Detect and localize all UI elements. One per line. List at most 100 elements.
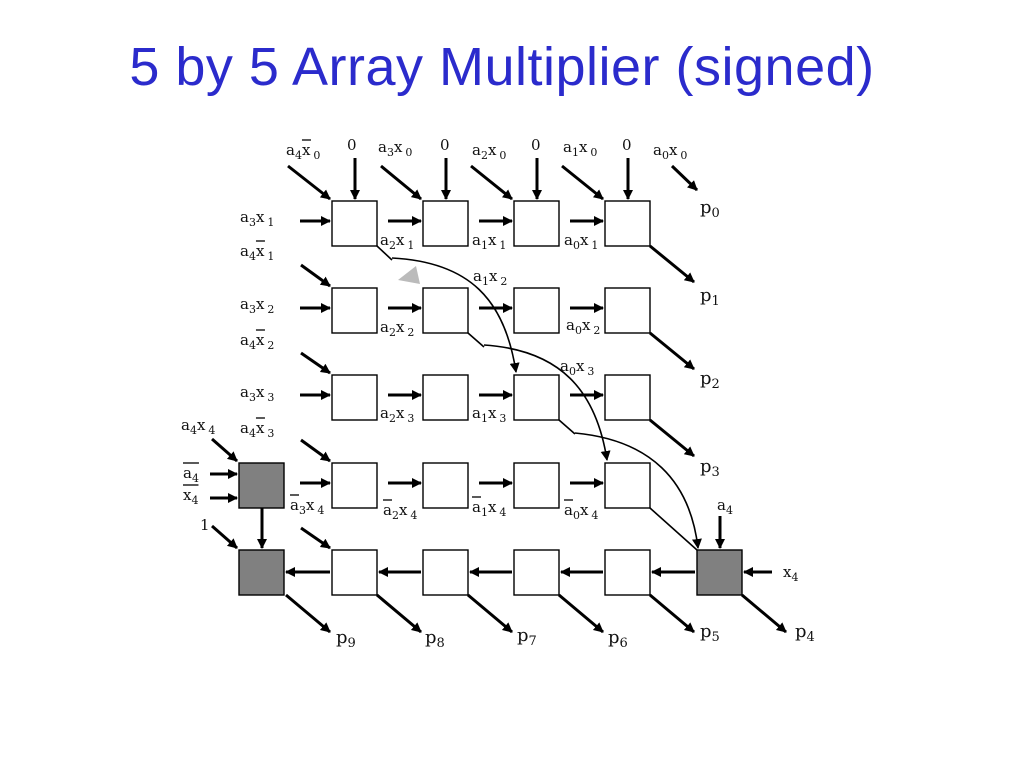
sign-cell xyxy=(238,549,285,596)
adder-cell xyxy=(604,374,651,421)
wire-layer xyxy=(210,158,787,634)
carry-curve xyxy=(574,432,702,549)
input-label: x4 xyxy=(783,563,798,584)
carry-arrow xyxy=(300,263,331,288)
label-base: a xyxy=(380,231,389,249)
label-base: a xyxy=(240,295,249,313)
input-arrow xyxy=(561,164,604,201)
output-label-p0: p0 xyxy=(700,197,720,221)
label-base: p xyxy=(517,625,529,646)
label-subscript: 2 xyxy=(392,509,399,522)
input-label: 0 xyxy=(622,136,632,154)
label-var: x xyxy=(256,331,265,349)
output-label-p8: p8 xyxy=(425,627,445,651)
label-subscript: 8 xyxy=(437,636,445,651)
label-base: p xyxy=(700,368,712,389)
label-subscript: 1 xyxy=(481,239,488,252)
label-subscript: 4 xyxy=(191,494,198,507)
label-base: a xyxy=(472,404,481,422)
input-arrow xyxy=(211,524,238,550)
label-subscript: 4 xyxy=(410,509,417,522)
adder-cell xyxy=(331,287,378,334)
label-base: a xyxy=(717,496,726,514)
output-arrow xyxy=(649,418,695,458)
adder-cell xyxy=(422,200,469,247)
label-var: x xyxy=(306,496,315,514)
sum-wire xyxy=(467,332,485,348)
label-subscript: 3 xyxy=(387,146,394,159)
label-subscript: 0 xyxy=(573,239,580,252)
label-var: x xyxy=(396,318,405,336)
label-subscript: 0 xyxy=(712,206,720,221)
label-subscript: 4 xyxy=(499,506,506,519)
label-subscript: 1 xyxy=(481,506,488,519)
label-subscript: 0 xyxy=(590,146,597,159)
label-subscript: 2 xyxy=(267,339,274,352)
input-label: 0 xyxy=(440,136,450,154)
label-subscript: 4 xyxy=(192,472,199,485)
label-subscript: 0 xyxy=(405,146,412,159)
label-subscript: 0 xyxy=(680,149,687,162)
adder-cell xyxy=(513,287,560,334)
sign-cell xyxy=(696,549,743,596)
input-arrow xyxy=(211,437,238,463)
label-subscript: 3 xyxy=(249,216,256,229)
label-base: a xyxy=(181,416,190,434)
label-var: x xyxy=(579,138,588,156)
label-subscript: 1 xyxy=(267,250,274,263)
adder-cell xyxy=(513,462,560,509)
label-subscript: 4 xyxy=(249,339,256,352)
adder-cell xyxy=(422,462,469,509)
label-base: a xyxy=(183,464,192,482)
label-base: a xyxy=(286,141,295,159)
label-base: x xyxy=(783,563,792,581)
input-label: 0 xyxy=(531,136,541,154)
input-arrow xyxy=(470,164,513,201)
carry-arrow xyxy=(300,526,331,550)
label-subscript: 3 xyxy=(299,504,306,517)
carry-arrow xyxy=(300,438,331,463)
label-subscript: 0 xyxy=(573,509,580,522)
label-subscript: 3 xyxy=(267,427,274,440)
label-subscript: 4 xyxy=(190,424,197,437)
label-subscript: 3 xyxy=(407,412,414,425)
label-subscript: 1 xyxy=(407,239,414,252)
label-var: x xyxy=(488,404,497,422)
label-subscript: 3 xyxy=(267,391,274,404)
label-subscript: 0 xyxy=(313,149,320,162)
label-subscript: 4 xyxy=(317,504,324,517)
label-var: x xyxy=(256,295,265,313)
label-var: x xyxy=(396,231,405,249)
adder-cell xyxy=(331,374,378,421)
label-base: a xyxy=(560,357,569,375)
label-subscript: 5 xyxy=(712,630,720,645)
output-label-p2: p2 xyxy=(700,368,720,392)
adder-cell xyxy=(331,200,378,247)
label-var: x xyxy=(302,141,311,159)
input-label: 0 xyxy=(347,136,357,154)
cell-layer xyxy=(238,200,743,596)
label-base: a xyxy=(472,231,481,249)
label-base: a xyxy=(290,496,299,514)
input-arrow xyxy=(287,164,331,201)
slide-title: 5 by 5 Array Multiplier (signed) xyxy=(129,37,875,97)
label-base: a xyxy=(564,231,573,249)
label-subscript: 7 xyxy=(529,634,537,649)
label-var: x xyxy=(489,267,498,285)
label-subscript: 9 xyxy=(348,636,356,651)
output-label-p9: p9 xyxy=(336,627,356,651)
label-base: a xyxy=(472,141,481,159)
label-base: p xyxy=(700,197,712,218)
label-base: p xyxy=(700,621,712,642)
label-var: x xyxy=(582,316,591,334)
